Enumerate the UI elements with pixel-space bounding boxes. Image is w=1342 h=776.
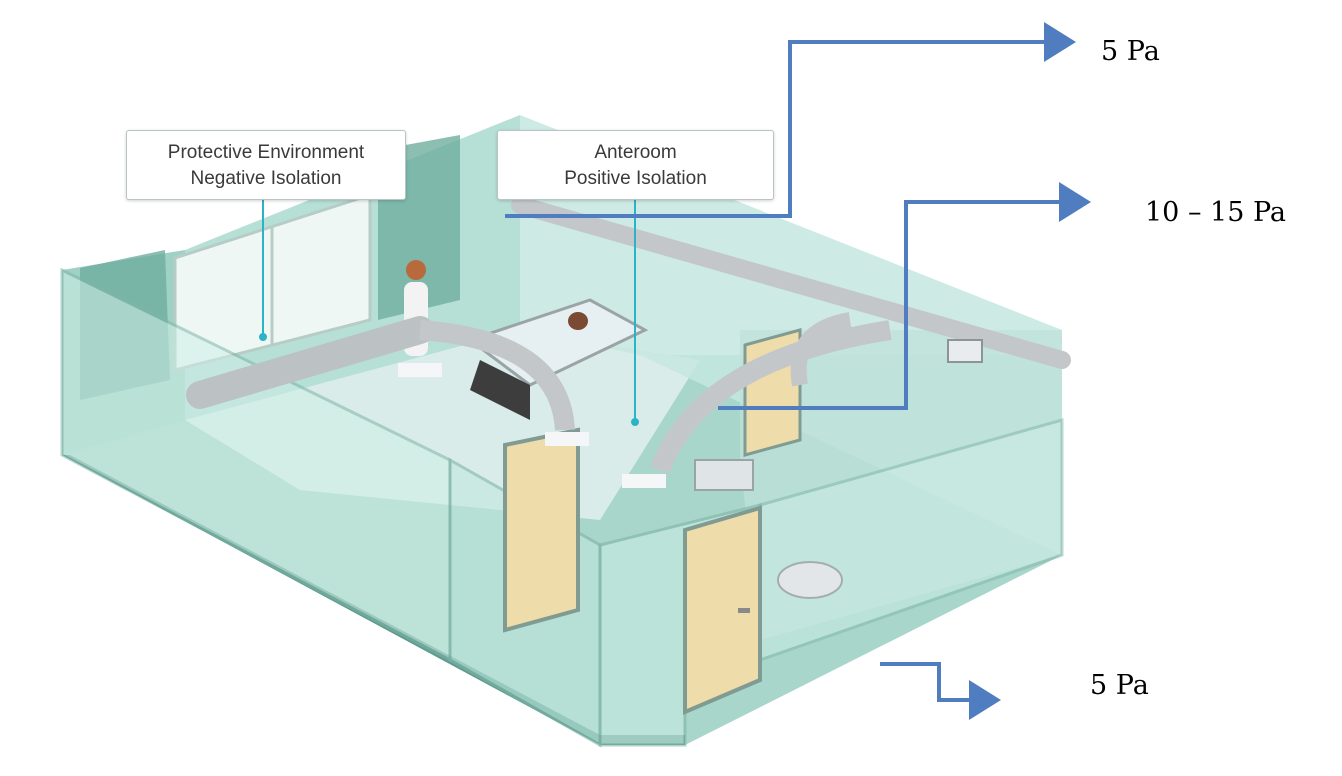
duct-bend-2: [650, 320, 892, 474]
leader-dot-icon: [631, 418, 639, 426]
damper-box: [947, 339, 983, 363]
diffuser-2: [622, 474, 666, 488]
pressure-label-middle: 10 – 15 Pa: [1145, 197, 1287, 228]
arrow-right-icon: [880, 662, 1001, 720]
diffuser-3: [398, 363, 442, 377]
toilet: [777, 561, 843, 599]
bed-base: [470, 360, 530, 420]
leader-dot-icon: [259, 333, 267, 341]
diffuser-1: [545, 432, 589, 446]
callout-anteroom: Anteroom Positive Isolation: [497, 130, 774, 200]
arrow-right-icon: [718, 182, 1091, 410]
callout-anteroom-line1: Anteroom: [594, 142, 677, 163]
patient-head: [568, 312, 588, 330]
sink: [694, 459, 754, 491]
callout-protective-line1: Protective Environment: [167, 142, 365, 163]
pressure-label-top: 5 Pa: [1101, 36, 1160, 67]
callout-protective-environment: Protective Environment Negative Isolatio…: [126, 130, 406, 200]
door-anteroom: [683, 505, 762, 716]
duct-bend-3: [790, 312, 852, 387]
callout-anteroom-line2: Positive Isolation: [564, 168, 707, 189]
duct-bend-1: [419, 320, 575, 431]
nurse-head: [406, 260, 426, 280]
duct-left: [186, 316, 434, 409]
door-patient-room: [503, 427, 580, 633]
pressure-label-bottom: 5 Pa: [1090, 670, 1149, 701]
callout-protective-line2: Negative Isolation: [190, 168, 342, 189]
arrow-right-icon: [505, 22, 1076, 218]
duct-main: [511, 196, 1071, 369]
